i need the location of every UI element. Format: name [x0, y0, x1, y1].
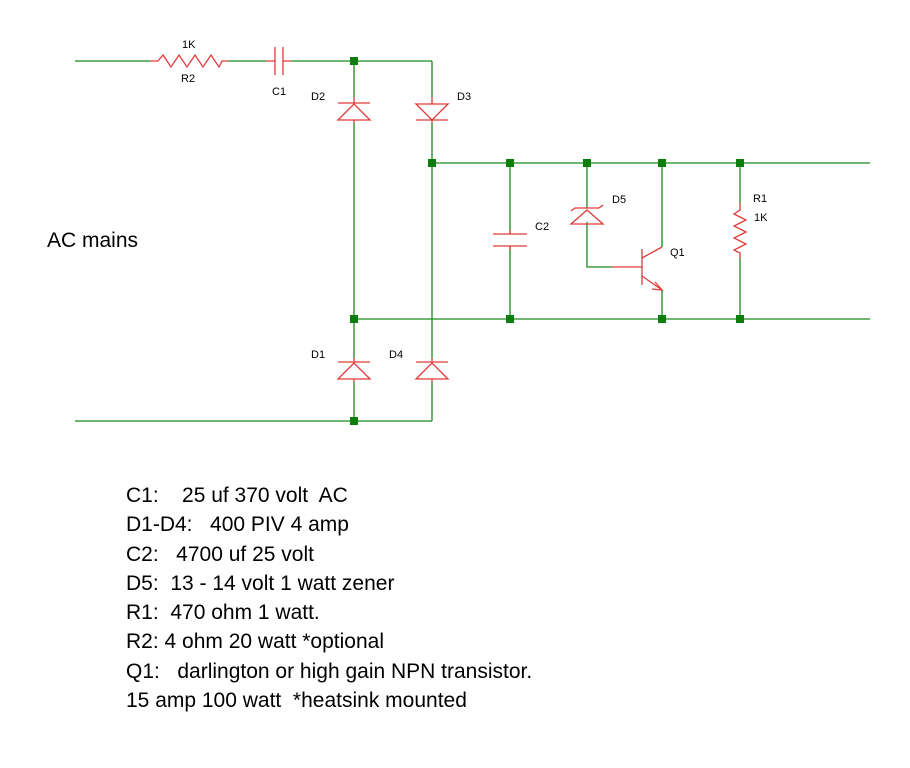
node-r1-negative [736, 315, 744, 323]
note-c1: C1: 25 uf 370 volt AC [126, 484, 348, 507]
note-q1: Q1: darlington or high gain NPN transist… [126, 659, 533, 683]
transistor-q1: Q1 [612, 246, 685, 291]
r2-value-label: 1K [182, 39, 196, 51]
diode-d2: D2 [311, 91, 372, 123]
note-c2: C2: 4700 uf 25 volt [126, 542, 314, 566]
node-c2-negative [506, 315, 514, 323]
note-d5: D5: 13 - 14 volt 1 watt zener [126, 571, 395, 595]
c2-ref-label: C2 [535, 221, 549, 233]
resistor-r2: 1K R2 [150, 39, 228, 85]
node-d5-positive [583, 159, 591, 167]
junction-nodes [350, 57, 744, 425]
node-c2-positive [506, 159, 514, 167]
node-q1-collector [658, 159, 666, 167]
diode-d3: D3 [414, 91, 471, 123]
ac-mains-label: AC mains [47, 229, 138, 252]
capacitor-c2: C2 [493, 221, 549, 250]
note-q1-rating: 15 amp 100 watt *heatsink mounted [126, 689, 467, 713]
r1-ref-label: R1 [753, 193, 767, 205]
d2-ref-label: D2 [311, 91, 325, 103]
diode-d1: D1 [311, 349, 372, 382]
d1-ref-label: D1 [311, 349, 325, 361]
note-r2: R2: 4 ohm 20 watt *optional [126, 630, 384, 654]
component-notes-list: C1: 25 uf 370 volt AC D1-D4: 400 PIV 4 a… [126, 481, 532, 715]
wires [75, 60, 870, 422]
q1-ref-label: Q1 [670, 247, 685, 259]
d4-ref-label: D4 [389, 349, 403, 361]
node-bridge-negative [350, 315, 358, 323]
c1-ref-label: C1 [272, 86, 286, 98]
r2-ref-label: R2 [181, 73, 195, 85]
resistor-r1: R1 1K [732, 193, 768, 258]
r1-value-label: 1K [754, 212, 768, 224]
node-bridge-bottom [350, 417, 358, 425]
d3-ref-label: D3 [457, 91, 471, 103]
d5-ref-label: D5 [612, 194, 626, 206]
diode-d4: D4 [389, 349, 450, 382]
note-r1: R1: 470 ohm 1 watt. [126, 601, 320, 625]
node-bridge-positive [428, 159, 436, 167]
node-bridge-top [350, 57, 358, 65]
zener-d5: D5 [569, 194, 626, 225]
capacitor-c1: C1 [266, 47, 291, 98]
node-q1-emitter [658, 315, 666, 323]
wire-d5-bottom [586, 222, 612, 268]
node-r1-positive [736, 159, 744, 167]
note-d1-d4: D1-D4: 400 PIV 4 amp [126, 513, 349, 537]
